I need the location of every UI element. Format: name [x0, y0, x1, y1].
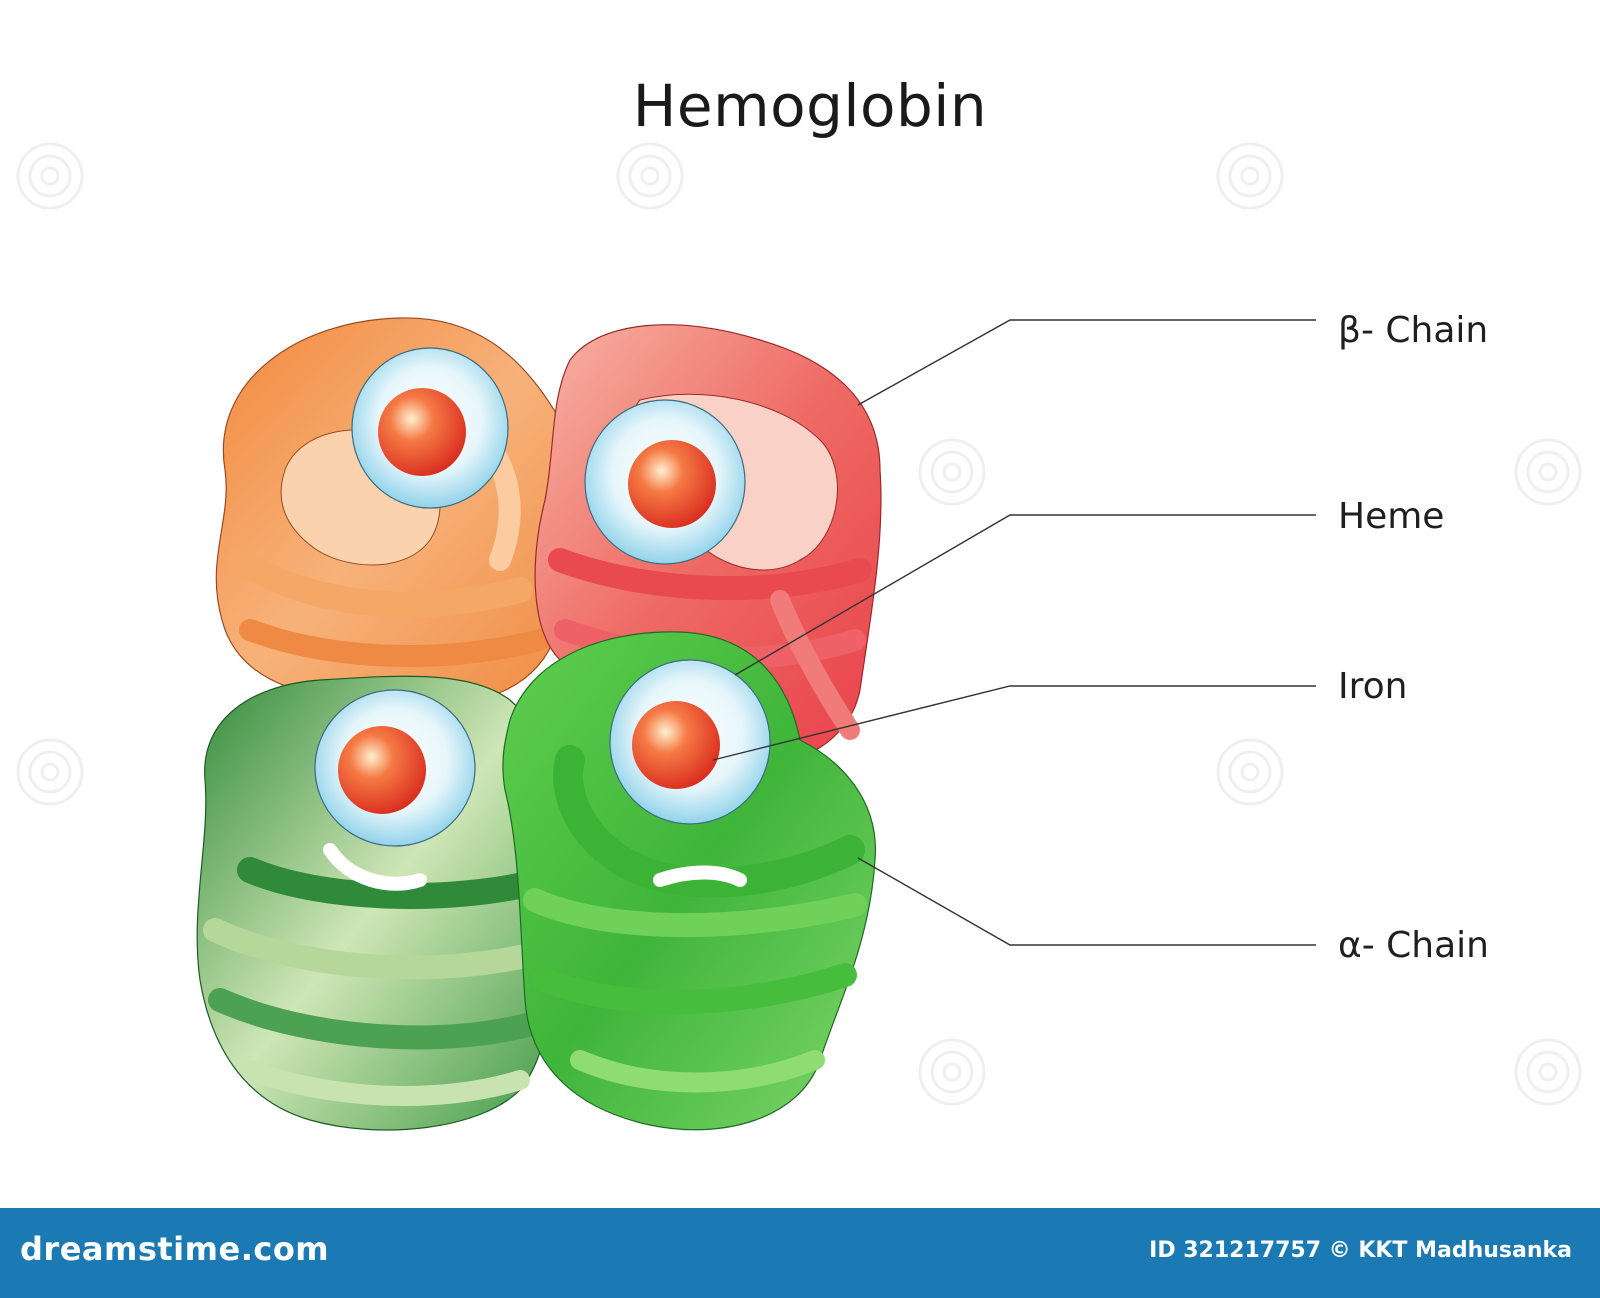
watermark-spiral-icon: [918, 438, 986, 506]
label-iron: Iron: [1338, 666, 1408, 707]
watermark-spiral-icon: [1216, 738, 1284, 806]
iron-atom: [628, 440, 716, 528]
leader-line-alpha-chain: [857, 857, 1316, 946]
watermark-spiral-icon: [1216, 142, 1284, 210]
heme-group: [609, 659, 771, 825]
watermark-spiral-icon: [1514, 438, 1582, 506]
label-beta-chain: β- Chain: [1338, 310, 1489, 351]
footer-bar: dreamstime.com ID 321217757 © KKT Madhus…: [0, 1208, 1600, 1298]
iron-atom: [378, 388, 466, 476]
iron-atom: [338, 726, 426, 814]
hemoglobin-diagram: [196, 317, 1316, 1131]
watermark-spiral-icon: [616, 142, 684, 210]
watermark-spiral-icon: [16, 142, 84, 210]
diagram-title: Hemoglobin: [632, 72, 988, 140]
leader-line-beta-chain: [857, 319, 1316, 406]
label-alpha-chain: α- Chain: [1338, 925, 1489, 966]
footer-credit: ID 321217757 © KKT Madhusanka: [1149, 1238, 1572, 1263]
watermark-spiral-icon: [918, 1038, 986, 1106]
heme-group: [314, 689, 476, 847]
heme-group: [351, 347, 509, 509]
iron-atom: [632, 701, 720, 789]
watermark-spiral-icon: [16, 738, 84, 806]
label-heme: Heme: [1338, 496, 1445, 537]
alpha-chain-green: [502, 631, 876, 1131]
leader-line-heme: [734, 514, 1316, 676]
heme-group: [584, 399, 746, 565]
watermark-spiral-icon: [1514, 1038, 1582, 1106]
footer-brand[interactable]: dreamstime.com: [20, 1230, 330, 1268]
leader-line-iron: [712, 685, 1316, 761]
